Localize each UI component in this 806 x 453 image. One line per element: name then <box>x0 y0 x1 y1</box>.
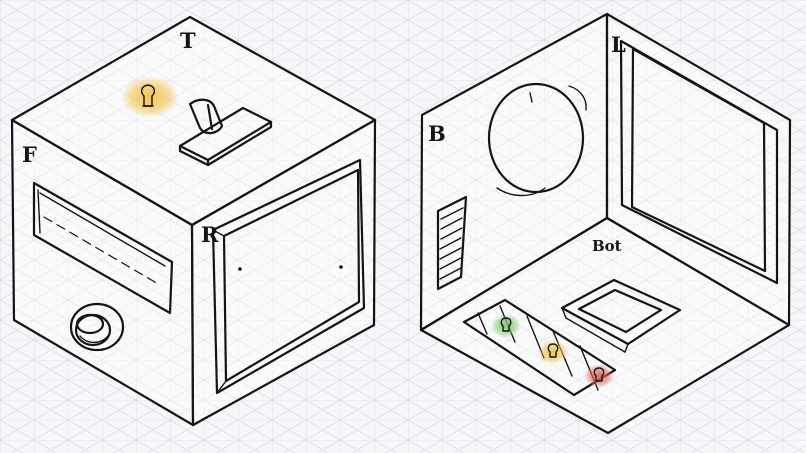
floor-bulb-yellow <box>538 340 568 364</box>
floor-bulb-red <box>584 364 614 388</box>
display-slot <box>32 181 174 315</box>
label-left: L <box>611 32 626 57</box>
top-bulb <box>121 76 179 118</box>
lightbulb-icon <box>140 84 156 107</box>
front-knob <box>69 302 125 352</box>
label-right: R <box>201 222 219 247</box>
label-bottom: Bot <box>592 237 622 255</box>
floor <box>419 216 791 435</box>
lightbulb-icon <box>500 317 512 332</box>
left-wall-panel <box>619 39 779 285</box>
floor-bulb-green <box>491 314 521 338</box>
right-cube: B L Bot <box>419 12 792 435</box>
vent-grille <box>436 195 468 291</box>
toggle-switch <box>178 98 273 167</box>
floor-light-strip <box>462 298 617 397</box>
floor-recess <box>560 278 682 353</box>
label-front: F <box>22 142 37 167</box>
left-cube: T F R <box>10 15 377 427</box>
porthole <box>487 82 587 197</box>
right-panel <box>211 158 366 395</box>
label-top: T <box>180 28 196 53</box>
left-cube-right-face <box>190 118 377 427</box>
lightbulb-icon <box>593 367 605 382</box>
label-back: B <box>428 121 446 146</box>
lightbulb-icon <box>547 343 559 358</box>
